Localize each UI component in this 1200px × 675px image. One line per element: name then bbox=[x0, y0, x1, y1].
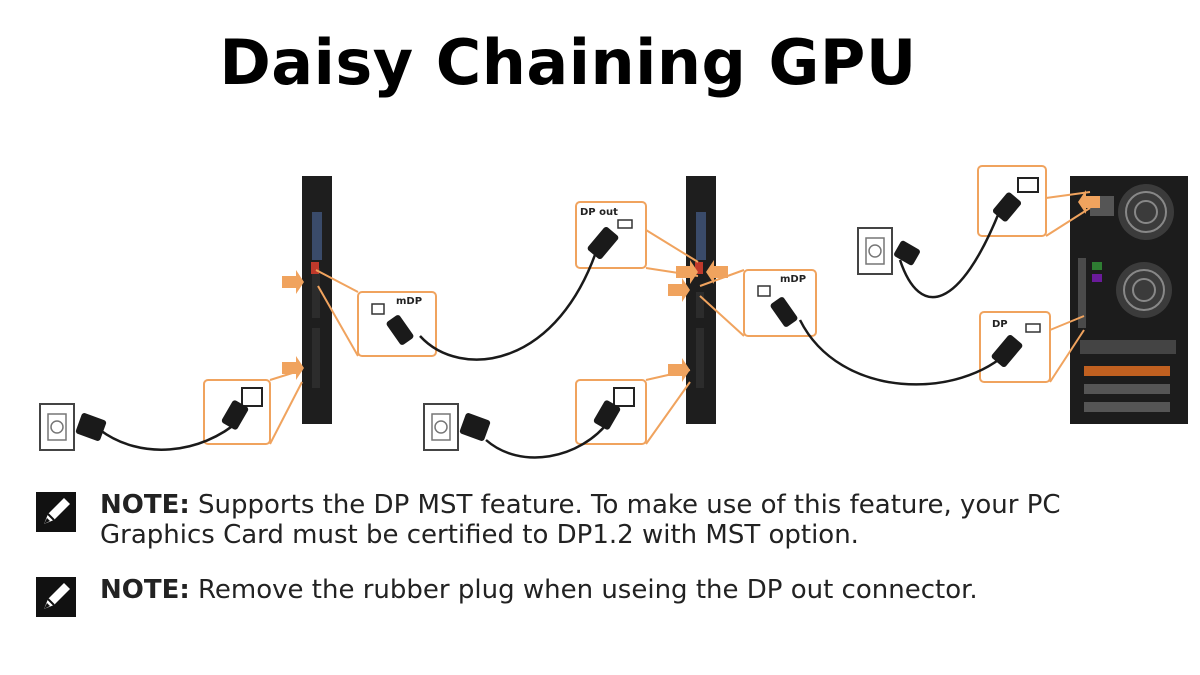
pc-tower-icon bbox=[1070, 176, 1188, 424]
arrow-indicator-icon bbox=[1078, 190, 1100, 214]
arrow-indicator-icon bbox=[282, 270, 304, 294]
power-plug-icon bbox=[75, 240, 920, 441]
pencil-note-icon bbox=[36, 577, 76, 617]
page-title: Daisy Chaining GPU bbox=[219, 26, 917, 99]
dp-connector-icon bbox=[587, 219, 1041, 368]
note-text: NOTE: Supports the DP MST feature. To ma… bbox=[100, 490, 1120, 550]
mdp-connector-icon bbox=[371, 285, 798, 345]
arrow-indicator-icon bbox=[668, 358, 690, 382]
wall-outlet-icon bbox=[423, 403, 459, 451]
monitor-left bbox=[302, 176, 332, 424]
daisy-chain-diagram: mDP DP out mDP DP bbox=[39, 165, 1188, 459]
wall-outlet-icon bbox=[39, 403, 75, 451]
note-body: Supports the DP MST feature. To make use… bbox=[100, 490, 1061, 550]
label-mdp-right: mDP bbox=[780, 274, 806, 285]
note-body: Remove the rubber plug when useing the D… bbox=[198, 575, 978, 605]
monitor-middle bbox=[686, 176, 716, 424]
arrow-indicator-icon bbox=[282, 356, 304, 380]
note-text: NOTE: Remove the rubber plug when useing… bbox=[100, 575, 1120, 605]
arrow-indicator-icon bbox=[668, 278, 690, 302]
arrow-indicator-icon bbox=[676, 260, 698, 284]
note-label: NOTE: bbox=[100, 575, 190, 605]
label-dp-out: DP out bbox=[580, 207, 618, 218]
pencil-note-icon bbox=[36, 492, 76, 532]
label-mdp-left: mDP bbox=[396, 296, 422, 307]
power-inlet-icon bbox=[221, 177, 1039, 430]
label-dp-pc: DP bbox=[992, 319, 1008, 330]
wall-outlet-icon bbox=[857, 227, 893, 275]
note-label: NOTE: bbox=[100, 490, 190, 520]
